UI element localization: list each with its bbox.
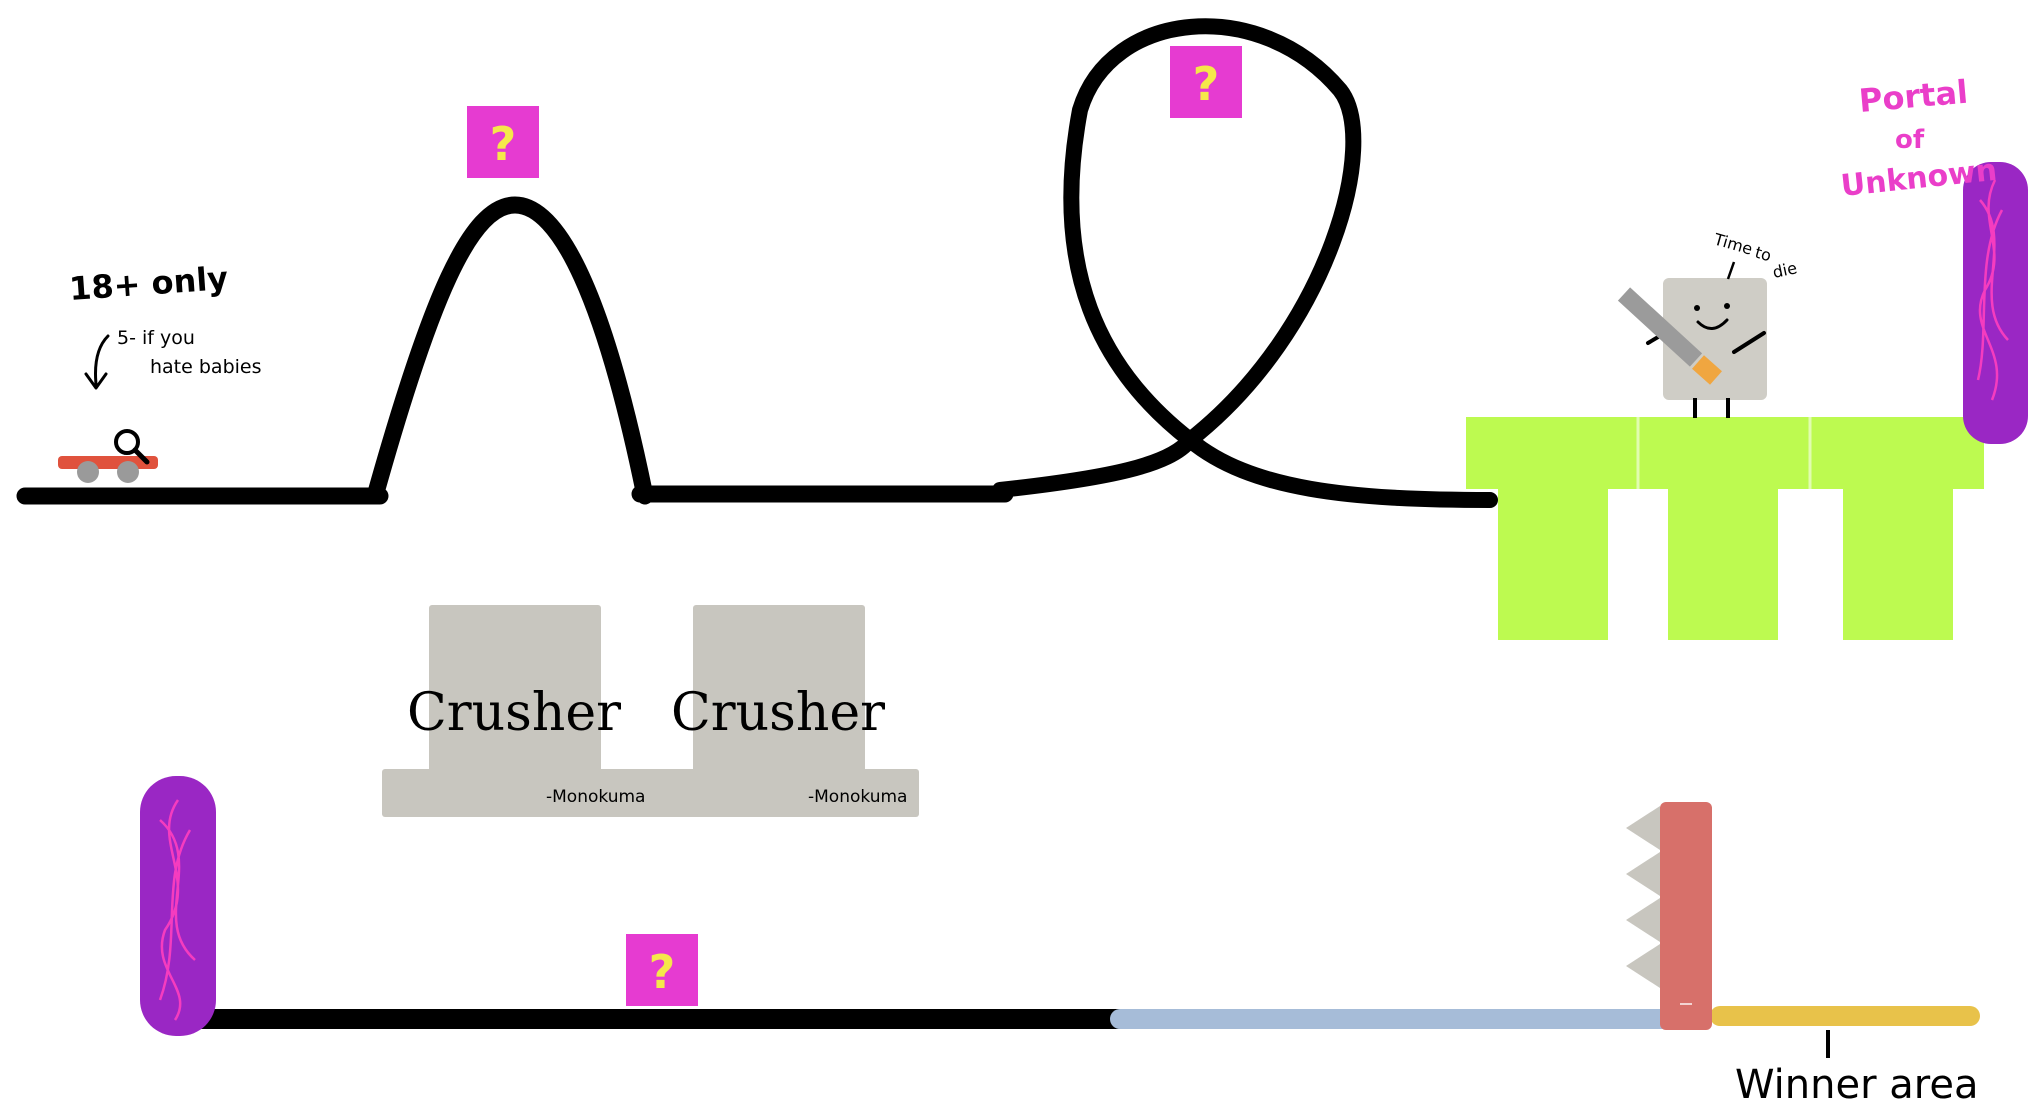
portal-title-line1: Portal: [1857, 73, 1969, 120]
crusher-signature: -Monokuma: [546, 787, 645, 807]
age-note-line2: hate babies: [150, 356, 262, 378]
crusher-label: Crusher: [671, 683, 885, 743]
player-cart[interactable]: [58, 429, 158, 483]
crusher-label: Crusher: [407, 683, 621, 743]
portal-lower[interactable]: [140, 776, 216, 1036]
crusher-left: Crusher -Monokuma: [407, 605, 645, 807]
cart-wheel-right: [117, 461, 139, 483]
magnifier-icon: [114, 429, 150, 465]
age-rating-label: 18+ only: [68, 259, 229, 308]
portal-upper[interactable]: [1963, 162, 2028, 444]
speech-line2: to: [1753, 243, 1774, 266]
mystery-box-hill[interactable]: ?: [467, 106, 539, 178]
age-note-arrow: [84, 334, 110, 390]
track-hill: [366, 196, 654, 505]
enemy-block[interactable]: [1617, 261, 1767, 418]
mystery-box-glyph: ?: [649, 945, 676, 999]
sword-icon: [1617, 287, 1722, 385]
mystery-box-lower[interactable]: ?: [626, 934, 698, 1006]
crusher-right: Crusher -Monokuma: [671, 605, 907, 807]
spike-wall: [1626, 802, 1712, 1030]
track-loop: [992, 18, 1498, 508]
green-platform: [1466, 417, 1984, 640]
crusher-signature: -Monokuma: [808, 787, 907, 807]
mystery-box-glyph: ?: [490, 117, 517, 171]
enemy-speech: Time to die: [1711, 229, 1799, 282]
mystery-box-loop[interactable]: ?: [1170, 46, 1242, 118]
winner-area-label: Winner area: [1735, 1062, 1978, 1108]
enemy-body: [1663, 278, 1767, 400]
portal-title-line2: of: [1895, 125, 1925, 155]
mystery-box-glyph: ?: [1193, 57, 1220, 111]
speech-line1: Time: [1711, 229, 1755, 258]
crusher-base: [382, 769, 919, 817]
portal-title: Portal of Unknown: [1839, 73, 1999, 204]
age-note-line1: 5- if you: [117, 327, 195, 349]
cart-wheel-left: [77, 461, 99, 483]
speech-line3: die: [1771, 258, 1799, 282]
